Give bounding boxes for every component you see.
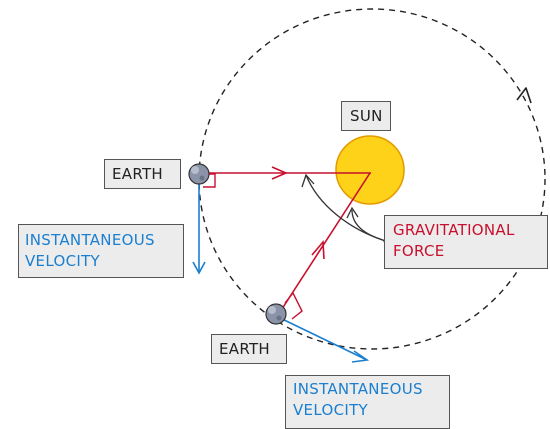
- orbit-direction-arrowhead-icon: [516, 87, 532, 104]
- gravitational-force-pointer-lower: [351, 209, 387, 242]
- gravitational-force-label-line2: FORCE: [393, 242, 445, 260]
- sun-label-text: SUN: [350, 107, 383, 125]
- right-angle-icon-bottom: [284, 291, 303, 320]
- earth-left: [188, 163, 210, 185]
- velocity-label-left-line1: INSTANTANEOUS: [25, 231, 155, 249]
- sun: [335, 135, 405, 205]
- velocity-label-left: INSTANTANEOUS VELOCITY: [18, 224, 184, 278]
- earth-bottom: [265, 303, 287, 325]
- velocity-label-bottom-line2: VELOCITY: [293, 401, 368, 419]
- force-arrowhead-left: [271, 166, 289, 180]
- gravitational-force-pointer-lower-head: [346, 206, 359, 219]
- earth-label-bottom: EARTH: [211, 334, 287, 364]
- velocity-arrowhead-left: [192, 261, 206, 275]
- velocity-label-bottom: INSTANTANEOUS VELOCITY: [285, 375, 450, 429]
- velocity-label-left-line2: VELOCITY: [25, 252, 100, 270]
- velocity-arrowhead-bottom: [351, 350, 370, 363]
- force-arrowhead-bottom: [311, 239, 325, 260]
- earth-label-bottom-text: EARTH: [219, 340, 271, 358]
- orbit-path: [198, 8, 546, 350]
- velocity-arrow-bottom: [277, 316, 368, 361]
- velocity-label-bottom-line1: INSTANTANEOUS: [293, 380, 423, 398]
- force-line-bottom: [279, 172, 371, 313]
- earth-label-left: EARTH: [104, 159, 181, 189]
- sun-label: SUN: [341, 101, 391, 131]
- earth-label-left-text: EARTH: [112, 165, 164, 183]
- gravitational-force-pointer-upper-head: [301, 173, 315, 188]
- gravitational-force-label: GRAVITATIONAL FORCE: [384, 215, 548, 269]
- gravitational-force-label-line1: GRAVITATIONAL: [393, 221, 515, 239]
